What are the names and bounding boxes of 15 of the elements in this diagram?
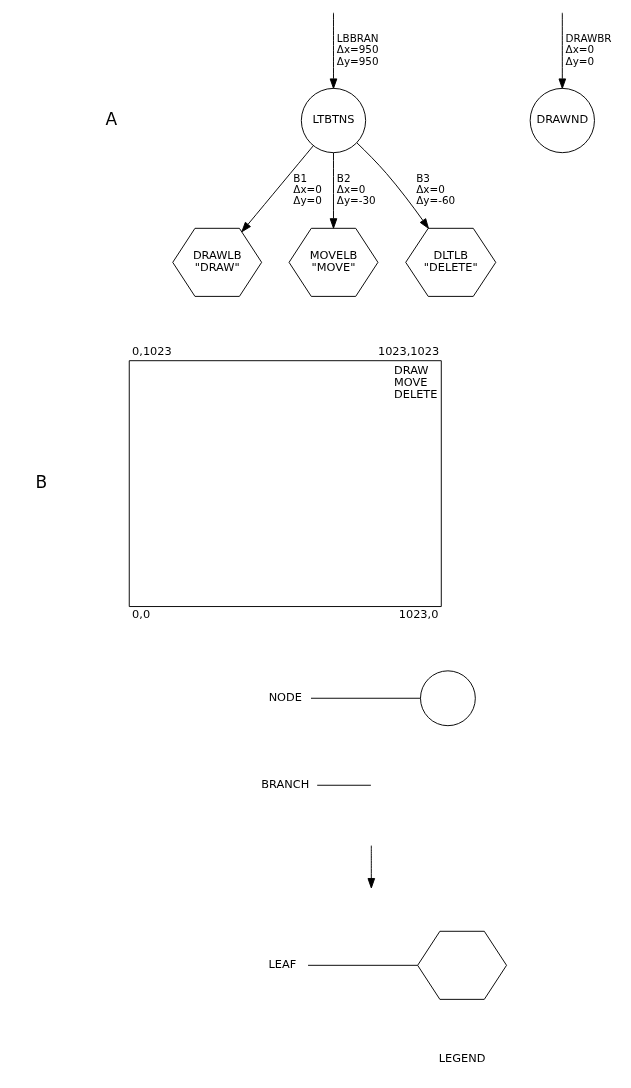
edge-label: B2 Δx=0 Δy=-30 <box>336 171 376 207</box>
edge-label: B1 Δx=0 Δy=0 <box>292 171 322 207</box>
node-text: LEAF <box>268 957 296 972</box>
edge-label: LBBRAN Δx=950 Δy=950 <box>336 31 379 67</box>
edge-label: DRAWBR Δx=0 Δy=0 <box>565 31 612 67</box>
label: B <box>34 471 47 492</box>
node-text: BRANCH <box>260 777 309 792</box>
node-label: 0,0 <box>131 607 150 622</box>
node-label: 1023,1023 <box>377 343 439 358</box>
node-label: 1023,0 <box>398 607 438 622</box>
node-label: 0,1023 <box>131 343 172 358</box>
label: A <box>104 108 117 129</box>
edge-label: B3 Δx=0 Δy=-60 <box>415 171 455 207</box>
node-text: NODE <box>268 690 302 705</box>
label: LEGEND <box>438 1050 485 1065</box>
